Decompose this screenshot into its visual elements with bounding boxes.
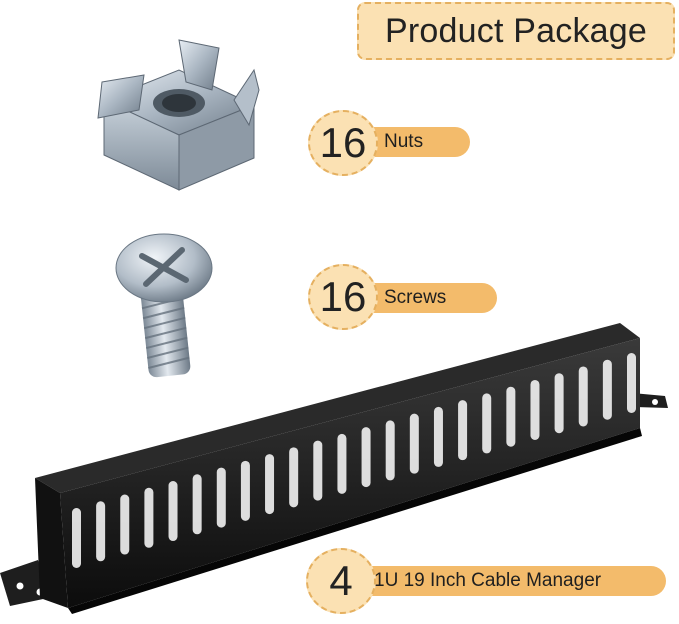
cable-slot bbox=[72, 508, 81, 568]
nuts-label: Nuts bbox=[384, 131, 424, 152]
cable-slot bbox=[627, 353, 636, 413]
screws-label-tag: Screws bbox=[352, 283, 497, 313]
cable-slot bbox=[168, 481, 178, 542]
cable-manager-quantity-value: 4 bbox=[329, 557, 353, 604]
cable-slot bbox=[482, 393, 492, 454]
cable-slot bbox=[120, 494, 130, 555]
cable-slot bbox=[240, 460, 250, 521]
cable-slot bbox=[578, 366, 588, 427]
nuts-quantity: 16 bbox=[308, 110, 378, 176]
cable-manager-quantity: 4 bbox=[306, 548, 376, 614]
nuts-quantity-value: 16 bbox=[319, 119, 367, 166]
cable-slot bbox=[433, 406, 443, 467]
cable-slot bbox=[602, 359, 612, 420]
cable-slot bbox=[289, 447, 299, 508]
screws-label: Screws bbox=[384, 287, 447, 308]
screws-quantity-value: 16 bbox=[319, 273, 367, 320]
cage-nut-icon bbox=[97, 39, 260, 191]
cable-slot bbox=[96, 501, 106, 562]
cable-manager-label: 1U 19 Inch Cable Manager bbox=[374, 570, 602, 591]
screws-quantity: 16 bbox=[308, 264, 378, 330]
cable-slot bbox=[313, 440, 323, 501]
cable-slot bbox=[216, 467, 226, 528]
cable-slot bbox=[409, 413, 419, 474]
screw-icon bbox=[115, 233, 213, 378]
cable-slot bbox=[458, 400, 468, 461]
cable-manager-label-tag: 1U 19 Inch Cable Manager bbox=[342, 566, 666, 596]
cable-slot bbox=[554, 373, 564, 434]
cable-slot bbox=[192, 474, 202, 535]
cable-slot bbox=[361, 427, 371, 488]
cable-slot bbox=[506, 386, 516, 447]
package-title-badge: Product Package bbox=[357, 2, 675, 60]
cable-slot bbox=[144, 487, 154, 548]
cable-slot bbox=[265, 454, 275, 515]
cable-slot bbox=[337, 433, 347, 494]
cable-manager-icon bbox=[0, 323, 668, 614]
cable-slot bbox=[530, 379, 540, 440]
cable-slot bbox=[385, 420, 395, 481]
package-title: Product Package bbox=[385, 11, 647, 50]
